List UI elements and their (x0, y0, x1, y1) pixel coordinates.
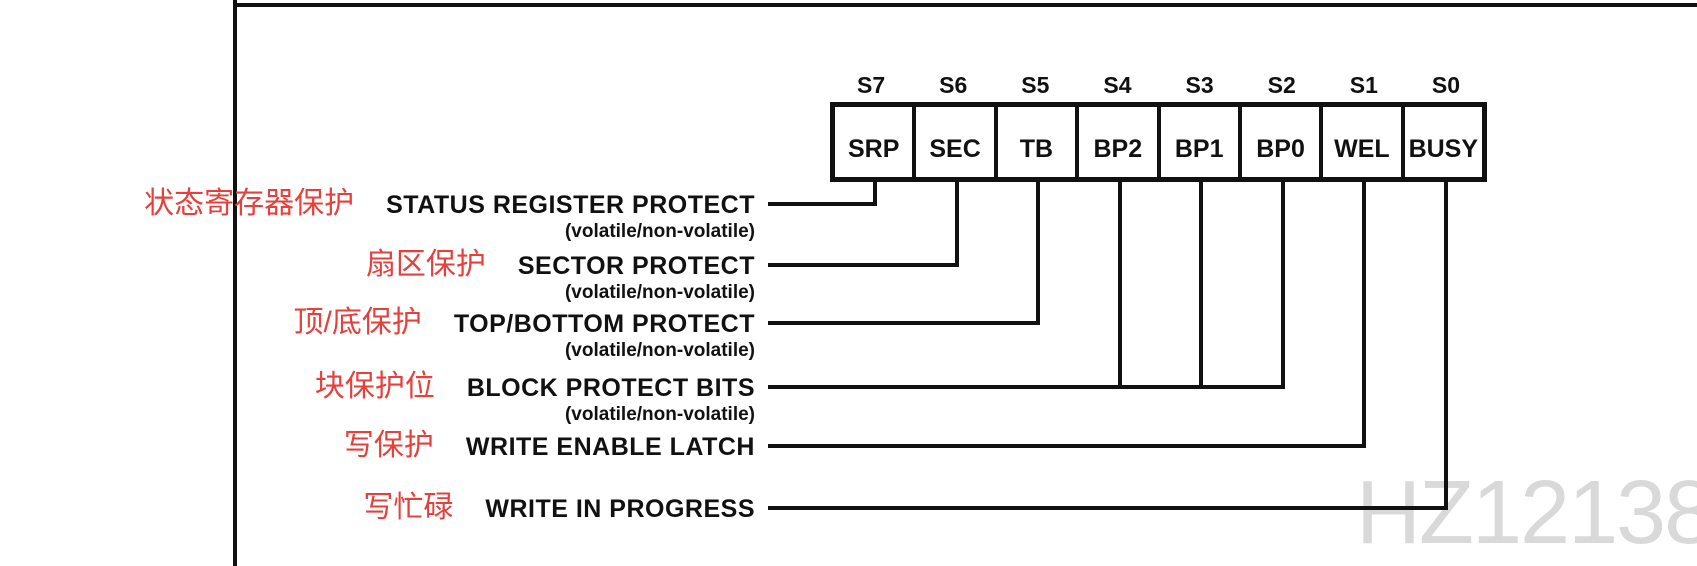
connector-vertical-busy (1444, 180, 1448, 510)
connector-vertical-bp2 (1118, 180, 1122, 389)
bit-index-s0: S0 (1431, 72, 1460, 99)
bit-index-s2: S2 (1267, 72, 1296, 99)
bit-index-s4: S4 (1103, 72, 1132, 99)
en-label-block: WRITE ENABLE LATCH (466, 432, 755, 462)
zh-annotation-top-bottom-protect: 顶/底保护 (293, 306, 422, 339)
en-label-block: TOP/BOTTOM PROTECT (volatile/non-volatil… (454, 309, 755, 361)
bit-index-s7: S7 (856, 72, 886, 99)
bit-cell-sec: SEC (916, 107, 998, 177)
zh-annotation-block-protect-bits: 块保护位 (314, 370, 435, 403)
en-label-status-register-protect: STATUS REGISTER PROTECT (386, 191, 755, 219)
en-label-sector-protect: SECTOR PROTECT (517, 252, 755, 280)
zh-annotation-sector-protect: 扇区保护 (365, 248, 486, 281)
en-label-block-protect-bits: BLOCK PROTECT BITS (466, 374, 755, 402)
watermark-text: HZ12138 (1356, 463, 1697, 563)
status-register-box: SRP SEC TB BP2 BP1 BP0 WEL BUSY (830, 102, 1487, 182)
label-row-sector-protect: 扇区保护 SECTOR PROTECT (volatile/non-volati… (365, 248, 755, 304)
en-sublabel-volatile: (volatile/non-volatile) (564, 404, 755, 425)
en-label-write-enable-latch: WRITE ENABLE LATCH (465, 433, 755, 461)
en-label-block: SECTOR PROTECT (volatile/non-volatile) (518, 251, 755, 303)
bit-cell-bp2: BP2 (1079, 107, 1161, 177)
bit-cell-bp0: BP0 (1242, 107, 1324, 177)
connector-horizontal-top-bottom-protect (768, 321, 1040, 325)
page-border-left (233, 0, 237, 566)
connector-vertical-tb (1036, 180, 1040, 325)
connector-horizontal-write-enable-latch (768, 444, 1366, 448)
connector-horizontal-block-protect-bits (768, 385, 1285, 389)
label-row-block-protect-bits: 块保护位 BLOCK PROTECT BITS (volatile/non-vo… (314, 370, 755, 426)
zh-annotation-write-in-progress: 写忙碌 (363, 491, 454, 524)
bit-index-s5: S5 (1021, 72, 1050, 99)
label-row-write-enable-latch: 写保护 WRITE ENABLE LATCH (344, 431, 755, 462)
en-sublabel-volatile: (volatile/non-volatile) (564, 221, 755, 242)
bit-index-s6: S6 (939, 72, 968, 99)
connector-horizontal-sector-protect (768, 263, 959, 267)
connector-vertical-wel (1362, 180, 1366, 448)
connector-horizontal-status-register-protect (768, 202, 877, 206)
zh-annotation-write-enable-latch: 写保护 (343, 429, 434, 462)
page-border-top (233, 3, 1697, 7)
en-label-block: BLOCK PROTECT BITS (volatile/non-volatil… (467, 373, 755, 425)
en-label-block: WRITE IN PROGRESS (485, 494, 755, 524)
label-row-top-bottom-protect: 顶/底保护 TOP/BOTTOM PROTECT (volatile/non-v… (293, 306, 755, 362)
en-label-write-in-progress: WRITE IN PROGRESS (485, 495, 755, 523)
bit-index-s1: S1 (1349, 72, 1378, 99)
bit-index-s3: S3 (1185, 72, 1214, 99)
zh-annotation-status-register-protect: 状态寄存器保护 (144, 187, 355, 220)
bit-cell-srp: SRP (835, 107, 917, 177)
en-sublabel-volatile: (volatile/non-volatile) (564, 282, 755, 303)
bit-cell-tb: TB (998, 107, 1080, 177)
label-row-status-register-protect: 状态寄存器保护 STATUS REGISTER PROTECT (volatil… (144, 187, 755, 243)
bit-cell-wel: WEL (1323, 107, 1405, 177)
en-label-block: STATUS REGISTER PROTECT (volatile/non-vo… (386, 190, 755, 242)
connector-vertical-bp1 (1199, 180, 1203, 389)
connector-vertical-srp (873, 180, 877, 206)
en-sublabel-volatile: (volatile/non-volatile) (564, 340, 755, 361)
connector-vertical-sec (955, 180, 959, 267)
connector-horizontal-write-in-progress (768, 506, 1448, 510)
label-row-write-in-progress: 写忙碌 WRITE IN PROGRESS (363, 493, 755, 524)
connector-vertical-bp0 (1281, 180, 1285, 389)
en-label-top-bottom-protect: TOP/BOTTOM PROTECT (453, 310, 755, 338)
bit-index-row: S7 S6 S5 S4 S3 S2 S1 S0 (830, 68, 1487, 100)
bit-cell-bp1: BP1 (1161, 107, 1242, 177)
bit-cell-busy: BUSY (1408, 134, 1479, 163)
